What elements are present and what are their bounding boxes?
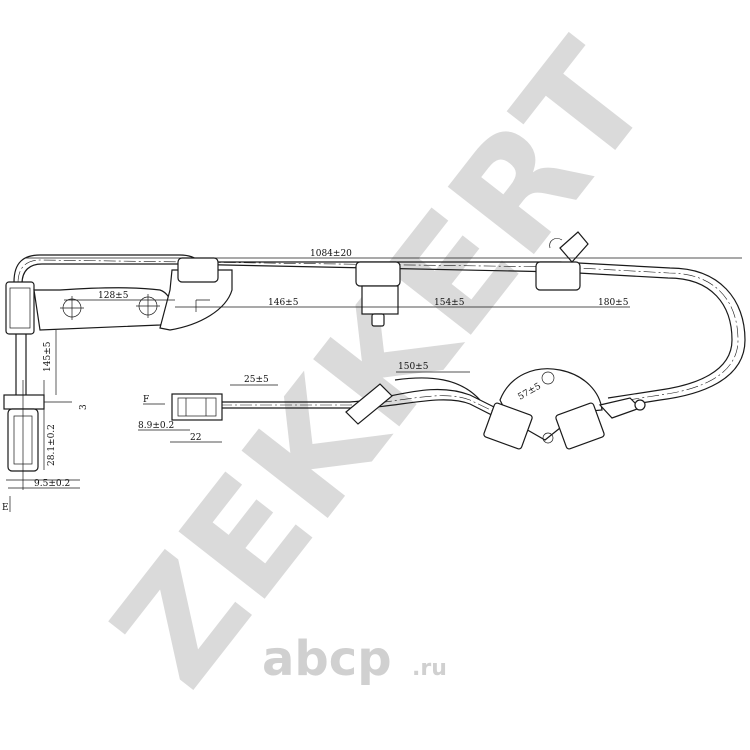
seg-5-label: 150±5 — [398, 362, 429, 372]
seg-1-label: 128±5 — [98, 291, 129, 301]
connector-offset-label: 8.9±0.2 — [138, 421, 174, 431]
dimension-lines — [8, 257, 742, 512]
brand-watermark-text: ZEKKERT — [80, 14, 683, 718]
view-e-label: E — [2, 503, 9, 513]
clip-1 — [159, 257, 233, 331]
site-watermark-main: abcp — [262, 631, 392, 687]
connector — [171, 393, 223, 421]
brand-watermark: ZEKKERT — [80, 14, 683, 718]
seg-2-label: 146±5 — [268, 298, 299, 308]
view-f-label: F — [143, 395, 149, 405]
sensor-width-label: 9.5±0.2 — [34, 479, 70, 489]
site-watermark-suffix: .ru — [412, 656, 447, 681]
vertical-1-label: 145±5 — [43, 341, 53, 372]
bracket-assembly — [483, 368, 646, 450]
dimension-labels: 1084±20 128±5 146±5 154±5 180±5 150±5 25… — [2, 249, 629, 513]
site-watermark: abcp .ru — [262, 631, 447, 687]
total-length-label: 1084±20 — [310, 249, 352, 259]
clip-3 — [535, 231, 589, 291]
flange-thickness-label: 3 — [79, 404, 89, 410]
sensor-height-label: 28.1±0.2 — [47, 424, 57, 466]
clip-2 — [355, 261, 401, 327]
seg-6-label: 25±5 — [244, 375, 269, 385]
seg-3-label: 154±5 — [434, 298, 465, 308]
grommet — [345, 383, 393, 425]
seg-4-label: 180±5 — [598, 298, 629, 308]
sensor-assembly — [3, 281, 172, 490]
connector-length-label: 22 — [190, 433, 201, 443]
